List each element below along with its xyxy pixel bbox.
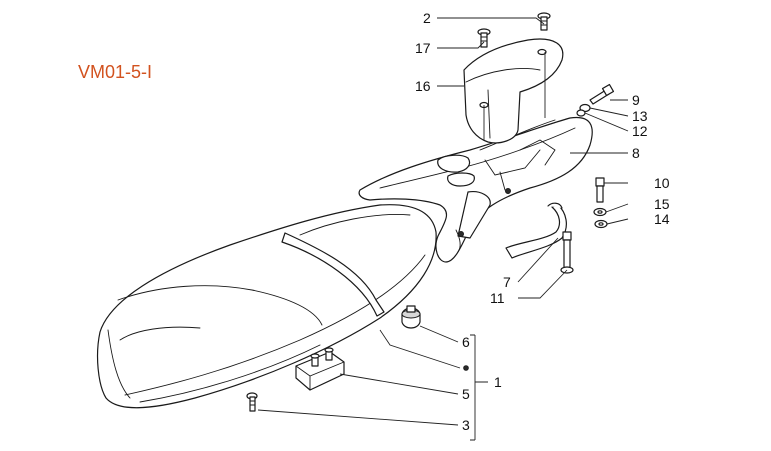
nut-14 — [594, 219, 608, 229]
washer-12 — [576, 109, 586, 117]
callout-3: 3 — [462, 417, 470, 433]
callout-9: 9 — [632, 92, 640, 108]
callout-1: 1 — [494, 374, 502, 390]
rubber-mount-5 — [295, 347, 345, 391]
callout-2: 2 — [423, 10, 431, 26]
callout-11: 11 — [490, 290, 505, 306]
bolt-9 — [589, 83, 615, 105]
callout-8: 8 — [632, 145, 640, 161]
washer-15 — [593, 207, 607, 217]
callout-5: 5 — [462, 386, 470, 402]
tail-body — [358, 116, 593, 263]
callout-12: 12 — [632, 123, 648, 139]
callout-numbers: 2 17 16 9 13 12 8 10 15 14 7 11 6 5 3 1 — [415, 10, 670, 433]
leader-lines — [257, 17, 629, 441]
callout-14: 14 — [654, 211, 670, 227]
diagram-code: VM01-5-I — [78, 62, 152, 82]
bolt-11 — [560, 231, 574, 274]
screw-17 — [477, 28, 491, 48]
screw-3 — [246, 392, 258, 412]
bolt-10 — [595, 177, 605, 203]
screw-2 — [537, 12, 551, 31]
rubber-buffer-6 — [401, 305, 421, 329]
callout-17: 17 — [415, 40, 431, 56]
seat — [96, 204, 437, 409]
callout-15: 15 — [654, 196, 670, 212]
callout-16: 16 — [415, 78, 431, 94]
callout-6: 6 — [462, 334, 470, 350]
callout-13: 13 — [632, 108, 648, 124]
callout-7: 7 — [503, 274, 511, 290]
grab-handle-7 — [505, 202, 567, 259]
callout-10: 10 — [654, 175, 670, 191]
